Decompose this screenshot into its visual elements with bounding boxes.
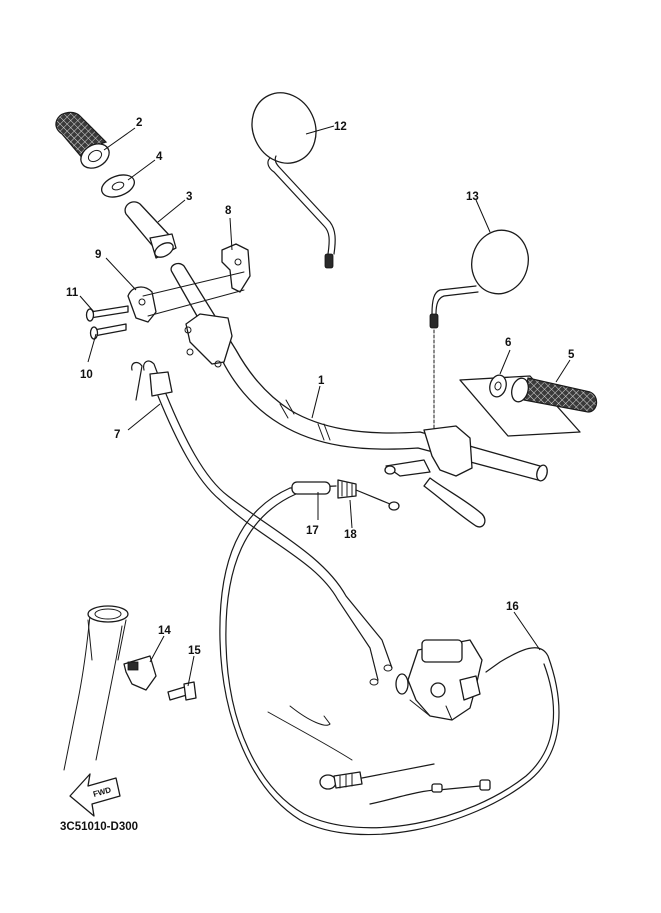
- washer-part[interactable]: [99, 171, 138, 201]
- callout-9: 9: [95, 249, 101, 261]
- mirror-right-part[interactable]: [429, 224, 535, 433]
- callout-16: 16: [506, 601, 519, 613]
- mirror-left-part[interactable]: [241, 82, 336, 269]
- diagram-code: 3C51010-D300: [60, 821, 138, 833]
- left-grip-part[interactable]: [55, 111, 114, 173]
- holder-lower-part[interactable]: [127, 286, 157, 323]
- callout-3: 3: [186, 191, 192, 203]
- carburetor-part[interactable]: [395, 639, 483, 721]
- callout-7: 7: [114, 429, 120, 441]
- right-grip-part[interactable]: [459, 375, 598, 437]
- callout-2: 2: [136, 117, 142, 129]
- throttle-tube-part[interactable]: [124, 201, 177, 260]
- holder-upper-part[interactable]: [221, 243, 251, 293]
- handlebar-clamp-part[interactable]: [184, 313, 233, 368]
- callout-10: 10: [80, 369, 93, 381]
- callout-15: 15: [188, 645, 201, 657]
- frame-outline: [267, 705, 353, 761]
- callout-11: 11: [66, 287, 79, 299]
- callout-14: 14: [158, 625, 171, 637]
- handlebar-part[interactable]: [142, 262, 549, 483]
- callout-6: 6: [505, 337, 511, 349]
- brake-lever-part[interactable]: [384, 425, 486, 528]
- fork-tube-outline: [63, 605, 129, 771]
- throttle-cable-part[interactable]: [131, 360, 393, 686]
- callout-18: 18: [344, 529, 357, 541]
- screw-lower-part[interactable]: [89, 323, 127, 340]
- washer-right-part[interactable]: [487, 373, 508, 398]
- callout-8: 8: [225, 205, 232, 217]
- cable-adjuster-part[interactable]: [289, 479, 400, 511]
- fwd-arrow-badge: FWD: [69, 773, 121, 817]
- choke-cable-part[interactable]: [219, 487, 560, 836]
- callout-4: 4: [156, 151, 163, 163]
- choke-knob-part[interactable]: [319, 763, 491, 805]
- callout-13: 13: [466, 191, 479, 203]
- cable-guide-part[interactable]: [123, 655, 157, 691]
- callout-12: 12: [334, 121, 347, 133]
- screw-upper-part[interactable]: [85, 305, 129, 322]
- callout-1: 1: [318, 375, 325, 387]
- bolt-part[interactable]: [167, 681, 197, 701]
- leader-lines: [79, 125, 571, 687]
- callout-17: 17: [306, 525, 319, 537]
- callout-labels: 1 2 3 4 5 6 7 8 9 10 11 12 13 14 15 16 1…: [66, 117, 575, 657]
- callout-5: 5: [568, 349, 575, 361]
